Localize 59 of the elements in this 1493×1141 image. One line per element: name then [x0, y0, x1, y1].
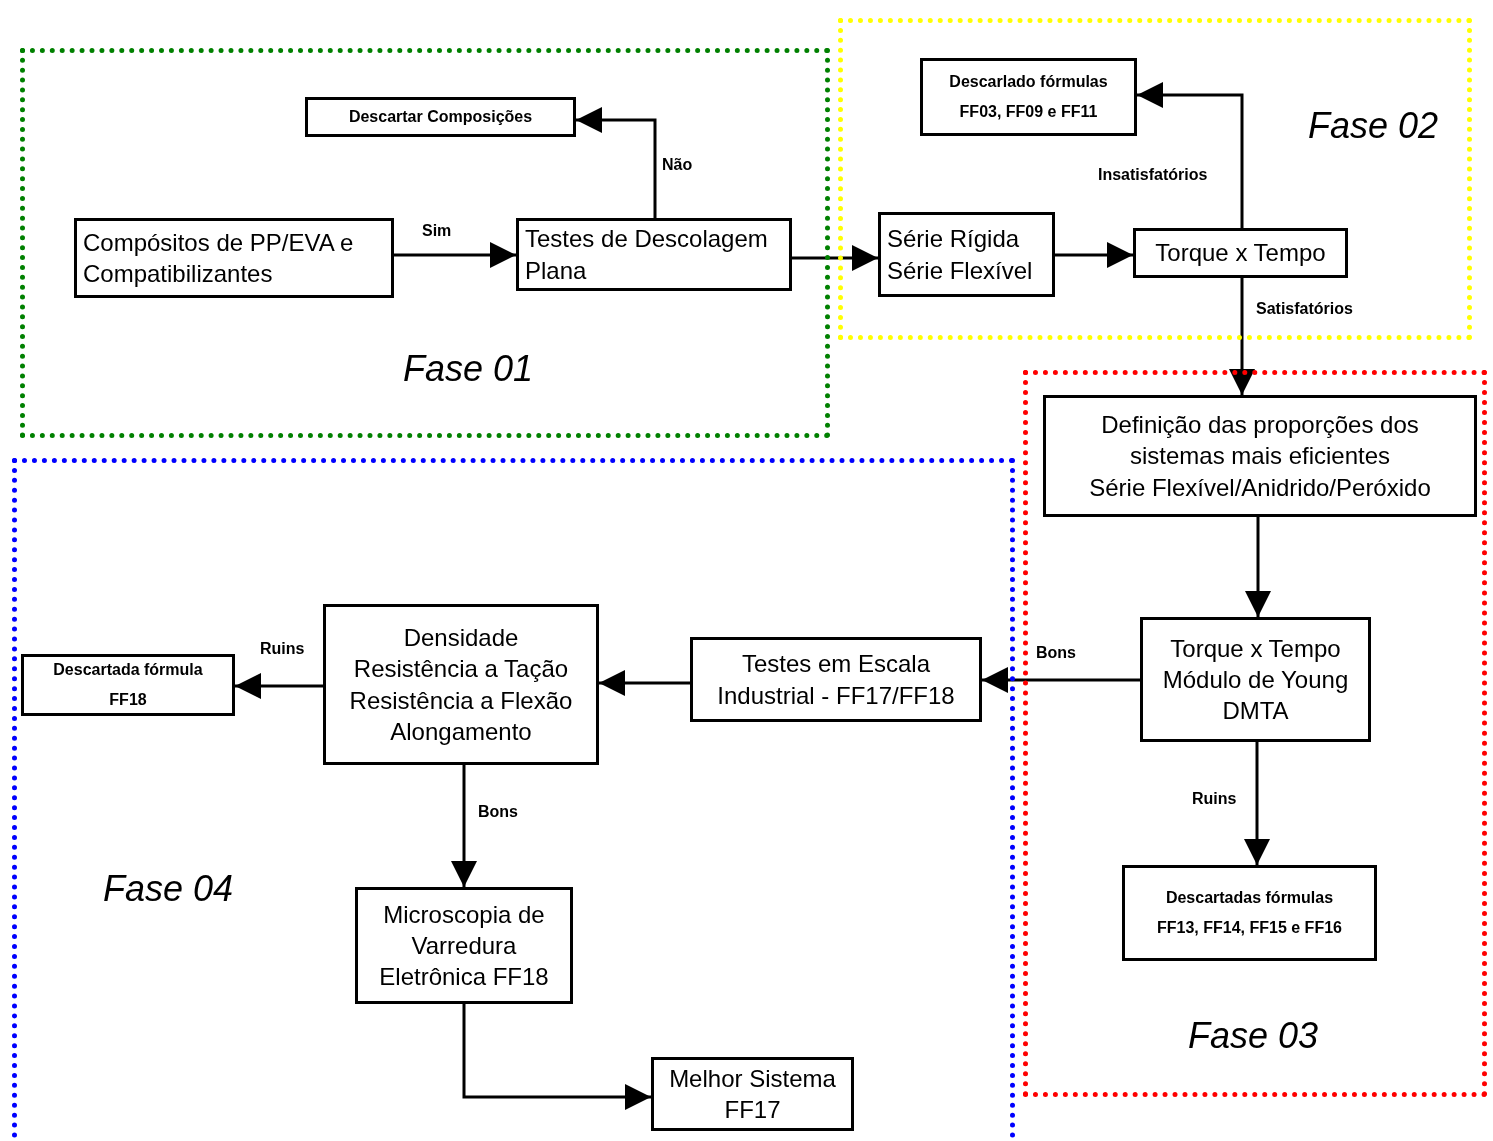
box-text: Testes em Escala Industrial - FF17/FF18: [716, 649, 956, 711]
arrow: [1245, 517, 1271, 617]
arrow: [599, 670, 690, 696]
box-text: Série Rígida: [887, 224, 1020, 255]
box-text: Descartada fórmula: [53, 659, 203, 680]
box-text: FF03, FF09 e FF11: [959, 102, 1098, 122]
arrow: [394, 242, 516, 268]
process-box: [878, 212, 1055, 297]
box-text: Série Flexível: [887, 255, 1033, 286]
arrow: [1229, 278, 1255, 395]
box-text: Densidade: [403, 623, 519, 654]
box-text: Descarlado fórmulas: [949, 71, 1108, 92]
arrow: [235, 673, 323, 699]
process-box: [355, 887, 573, 1004]
arrow: [451, 765, 477, 887]
arrow: [576, 107, 657, 218]
arrow: [792, 245, 878, 271]
arrow: [1244, 742, 1270, 865]
phase-label: Fase 02: [1308, 105, 1439, 147]
process-box: [323, 604, 599, 765]
arrow: [1055, 242, 1133, 268]
box-text: Microscopia de Varredura Eletrônica FF18: [378, 899, 550, 993]
box-text: Descartadas fórmulas: [1165, 887, 1334, 908]
process-box: [21, 654, 235, 716]
box-text: Descartar Composições: [348, 106, 533, 127]
box-text: Resistência a Tação: [353, 654, 569, 685]
process-box: [1133, 228, 1348, 278]
process-box: [920, 58, 1137, 136]
phase-region: [20, 48, 830, 438]
box-text: Compósitos de PP/EVA e Compatibilizantes: [83, 227, 355, 289]
process-box: [1122, 865, 1377, 961]
arrow: [1137, 82, 1244, 228]
process-box: [651, 1057, 854, 1131]
phase-label: Fase 03: [1188, 1015, 1319, 1057]
process-box: [1043, 395, 1477, 517]
box-text: Série Flexível/Anidrido/Peróxido: [1089, 472, 1431, 503]
process-box: [690, 637, 982, 722]
box-text: Torque x Tempo: [1170, 633, 1341, 664]
phase-region: [838, 18, 1472, 340]
box-text: Torque x Tempo: [1155, 238, 1326, 269]
box-text: Resistência a Flexão: [349, 685, 573, 716]
box-text: DMTA: [1222, 696, 1289, 727]
box-text: FF13, FF14, FF15 e FF16: [1157, 918, 1342, 938]
phase-label: Fase 04: [103, 868, 234, 910]
box-text: Definição das proporções dos sistemas mais eficientes: [1100, 410, 1420, 472]
process-box: [305, 97, 576, 137]
process-box: [74, 218, 394, 298]
phase-label: Fase 01: [403, 348, 534, 390]
arrow: [462, 1004, 651, 1110]
box-text: Módulo de Young: [1162, 664, 1349, 695]
box-text: Testes de Descolagem Plana: [525, 224, 769, 286]
box-text: Melhor Sistema: [669, 1063, 836, 1094]
process-box: [516, 218, 792, 291]
box-text: FF17: [724, 1095, 781, 1125]
arrow: [982, 667, 1140, 693]
process-box: [1140, 617, 1371, 742]
box-text: FF18: [109, 690, 147, 710]
phase-region: [1023, 370, 1487, 1097]
box-text: Alongamento: [390, 716, 532, 747]
